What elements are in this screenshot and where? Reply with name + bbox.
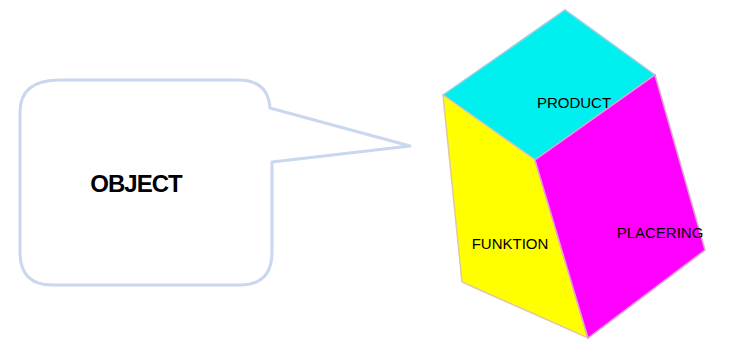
cube-right-face [535, 75, 705, 338]
node-label: OBJECT [90, 170, 181, 198]
cube-face: FUNKTION [468, 233, 553, 254]
node-label: PLACERING [617, 224, 704, 241]
cube-face: PRODUCT [533, 92, 615, 113]
node-label: FUNKTION [472, 235, 549, 252]
cube-face: PLACERING [613, 222, 708, 243]
node-label: PRODUCT [537, 94, 611, 111]
callout-bubble-outline [20, 80, 410, 285]
callout-bubble: OBJECT [86, 168, 185, 200]
